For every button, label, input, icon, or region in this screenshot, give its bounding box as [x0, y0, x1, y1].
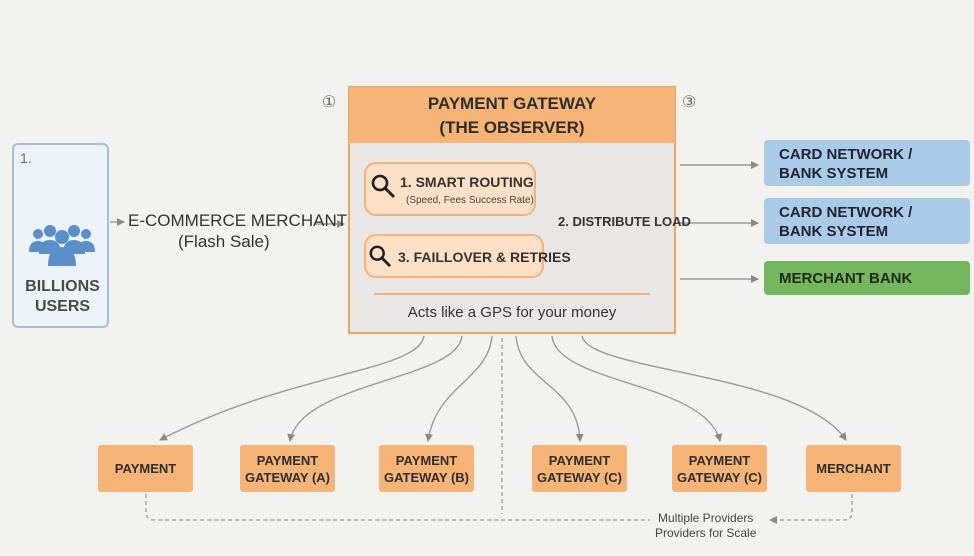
provider-2-line1: PAYMENT: [256, 452, 319, 468]
provider-4-line2: GATEWAY (C): [537, 469, 622, 485]
failover-pill: [364, 234, 544, 278]
magnifier-icon: [371, 174, 395, 198]
smart-routing-label: 1. SMART ROUTING: [400, 174, 534, 190]
gateway-title: PAYMENT GATEWAY: [427, 94, 597, 113]
magnifier-icon: [369, 245, 391, 267]
provider-1-line1: PAYMENT: [114, 461, 177, 476]
provider-5-line2: GATEWAY (C): [677, 469, 762, 485]
step-marker-right: ③: [682, 94, 697, 111]
users-step-number: 1.: [20, 150, 32, 166]
users-label-line1: BILLIONS: [25, 278, 100, 295]
users-label: BILLIONS USERS: [12, 277, 113, 317]
failover-label: 3. FAILLOVER & RETRIES: [398, 249, 571, 265]
smart-routing-pill: [364, 162, 536, 216]
providers-bracket-left: [145, 494, 650, 521]
users-label-line2: USERS: [34, 298, 91, 315]
card-network-1-line2: BANK SYSTEM: [779, 165, 889, 182]
provider-4-line1: PAYMENT: [548, 452, 611, 468]
note-line1: Multiple Providers: [658, 511, 754, 525]
arrow-to-provider-6: [581, 335, 847, 441]
provider-3-line2: GATEWAY (B): [384, 469, 469, 485]
card-network-box-2: CARD NETWORK / BANK SYSTEM: [764, 198, 970, 244]
people-icon: [29, 225, 95, 266]
card-network-2-line1: CARD NETWORK /: [779, 204, 913, 221]
payment-gateway-header: PAYMENT GATEWAY (THE OBSERVER): [349, 87, 675, 143]
provider-merchant: MERCHANT: [806, 445, 901, 492]
providers-bracket-right: [769, 494, 853, 524]
merchant-sublabel: (Flash Sale): [178, 232, 270, 251]
provider-3-line1: PAYMENT: [395, 452, 458, 468]
provider-2-line2: GATEWAY (A): [245, 469, 330, 485]
merchant-bank-box: MERCHANT BANK: [764, 261, 970, 295]
provider-6-line1: MERCHANT: [816, 461, 891, 476]
arrow-to-provider-3: [425, 335, 493, 442]
arrow-to-provider-4: [515, 335, 584, 442]
distribute-load-label: 2. DISTRIBUTE LOAD: [558, 214, 691, 229]
merchant-bank-label: MERCHANT BANK: [779, 270, 913, 287]
multiple-providers-note: Multiple Providers Providers for Scale: [655, 511, 756, 541]
gateway-footer: Acts like a GPS for your money: [407, 304, 617, 321]
note-line2: Providers for Scale: [655, 526, 757, 540]
card-network-box-1: CARD NETWORK / BANK SYSTEM: [764, 140, 970, 186]
card-network-1-line1: CARD NETWORK /: [779, 146, 913, 163]
arrow-to-provider-2: [287, 335, 463, 442]
arrow-to-provider-1: [159, 335, 425, 441]
provider-5-line1: PAYMENT: [688, 452, 751, 468]
step-marker-left: ①: [322, 94, 337, 111]
smart-routing-sublabel: (Speed, Fees Success Rate): [406, 195, 534, 206]
gateway-divider: [374, 293, 650, 295]
gateway-subtitle: (THE OBSERVER): [439, 118, 585, 137]
card-network-2-line2: BANK SYSTEM: [779, 223, 889, 240]
merchant-label: E-COMMERCE MERCHANT: [128, 211, 348, 230]
arrow-to-provider-5: [551, 335, 723, 442]
provider-payment: PAYMENT: [98, 445, 193, 492]
